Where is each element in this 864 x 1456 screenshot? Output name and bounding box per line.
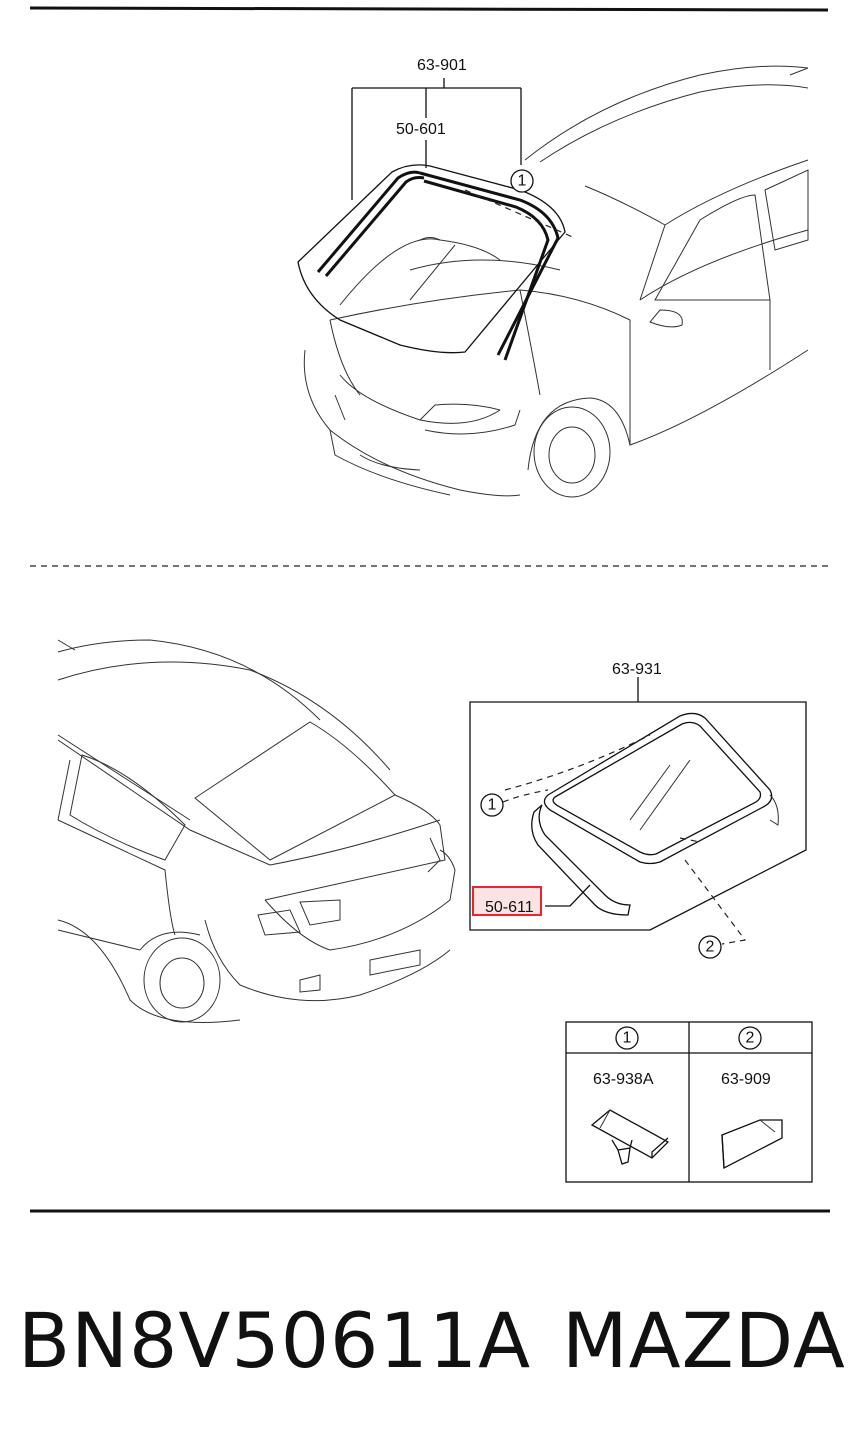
label-50-601: 50-601 <box>396 121 446 138</box>
label-63-901: 63-901 <box>417 57 467 74</box>
spacer-pad-icon <box>721 1119 783 1170</box>
legend-header-1: 1 <box>615 1026 639 1050</box>
rear-callout-1-number: 1 <box>488 797 497 814</box>
highlight-box-50-611 <box>472 886 542 916</box>
rear-window-glass <box>504 712 779 865</box>
front-callout-1-number: 1 <box>518 173 527 190</box>
front-leaders <box>351 78 522 200</box>
footer-part-code: BN8V50611A <box>18 1296 532 1385</box>
legend-header-2-number: 2 <box>746 1030 755 1047</box>
label-63-931: 63-931 <box>612 661 662 678</box>
front-callout-1: 1 <box>510 169 534 193</box>
footer-brand: MAZDA <box>562 1296 846 1385</box>
rear-glass-box <box>469 701 807 931</box>
legend-header-1-number: 1 <box>623 1030 632 1047</box>
windshield-assembly <box>297 164 566 354</box>
rear-leaders <box>502 677 747 945</box>
rear-car-illustration <box>57 639 456 1023</box>
label-50-611: 50-611 <box>485 899 534 916</box>
clip-icon <box>590 1109 670 1165</box>
front-car-illustration <box>303 65 809 498</box>
legend-part-63-909: 63-909 <box>721 1071 771 1088</box>
legend-header-2: 2 <box>738 1026 762 1050</box>
rear-callout-2-number: 2 <box>706 939 715 956</box>
legend-part-63-938A: 63-938A <box>593 1071 654 1088</box>
legend-table <box>565 1021 813 1183</box>
windshield-molding-50-601 <box>316 170 576 361</box>
rear-callout-1: 1 <box>480 793 504 817</box>
rear-callout-2: 2 <box>698 935 722 959</box>
top-border <box>29 6 829 12</box>
rear-molding-50-611 <box>531 804 631 916</box>
